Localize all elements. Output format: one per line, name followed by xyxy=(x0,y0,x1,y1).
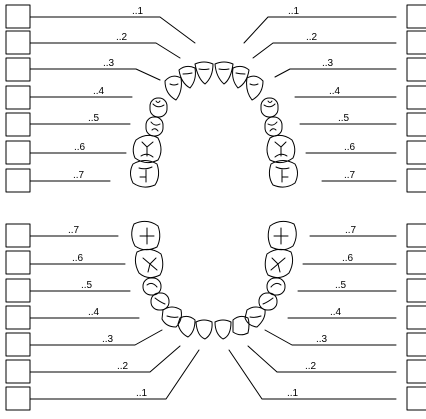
tooth-lower-premolar-2-left xyxy=(143,278,161,295)
label-upper-left-4: ..4 xyxy=(93,86,105,97)
label-lower-right-3: ..3 xyxy=(316,334,328,345)
tooth-lower-molar-1-left xyxy=(135,249,162,277)
label-lower-left-3: ..3 xyxy=(102,334,114,345)
answer-box-lower-left-1[interactable] xyxy=(6,387,30,410)
tooth-lower-premolar-1-left xyxy=(151,293,169,310)
answer-box-lower-right-6[interactable] xyxy=(407,251,426,274)
tooth-lower-central-incisor-left xyxy=(196,320,212,339)
label-upper-right-4: ..4 xyxy=(329,86,341,97)
answer-box-lower-right-2[interactable] xyxy=(407,360,426,383)
tooth-upper-molar-1-right xyxy=(267,135,295,162)
labels: ..1 ..2 ..3 ..4 ..5 ..6 ..7 ..1 ..2 ..3 … xyxy=(68,6,357,399)
tooth-upper-central-incisor-right xyxy=(215,62,233,84)
upper-arch xyxy=(131,62,298,187)
answer-box-lower-left-4[interactable] xyxy=(6,306,30,329)
answer-box-lower-left-3[interactable] xyxy=(6,333,30,356)
tooth-upper-premolar-1-left xyxy=(150,98,167,117)
label-upper-right-3: ..3 xyxy=(322,58,334,69)
tooth-upper-premolar-1-right xyxy=(261,98,278,117)
answer-box-upper-left-4[interactable] xyxy=(6,86,30,109)
label-upper-right-5: ..5 xyxy=(338,113,350,124)
label-upper-left-2: ..2 xyxy=(116,32,128,43)
answer-box-upper-left-5[interactable] xyxy=(6,113,30,136)
label-lower-right-6: ..6 xyxy=(342,253,354,264)
label-lower-left-4: ..4 xyxy=(88,307,100,318)
answer-box-upper-left-6[interactable] xyxy=(6,141,30,164)
answer-boxes xyxy=(6,5,426,410)
answer-box-lower-right-1[interactable] xyxy=(407,387,426,410)
tooth-upper-canine-right xyxy=(247,76,263,100)
tooth-upper-molar-1-left xyxy=(133,135,161,162)
tooth-upper-molar-2-left xyxy=(131,161,159,188)
label-upper-left-6: ..6 xyxy=(74,142,86,153)
answer-box-lower-left-2[interactable] xyxy=(6,360,30,383)
label-lower-left-1: ..1 xyxy=(136,388,148,399)
answer-box-lower-right-3[interactable] xyxy=(407,333,426,356)
tooth-upper-premolar-2-left xyxy=(146,117,163,136)
answer-box-lower-right-4[interactable] xyxy=(407,306,426,329)
label-lower-right-5: ..5 xyxy=(335,280,347,291)
answer-box-upper-right-2[interactable] xyxy=(407,31,426,54)
answer-box-upper-left-2[interactable] xyxy=(6,31,30,54)
label-upper-left-3: ..3 xyxy=(103,58,115,69)
answer-box-upper-right-6[interactable] xyxy=(407,141,426,164)
answer-box-lower-left-7[interactable] xyxy=(6,224,30,247)
label-lower-left-7: ..7 xyxy=(68,225,80,236)
tooth-lower-central-incisor-right xyxy=(215,320,231,339)
label-upper-right-6: ..6 xyxy=(344,142,356,153)
answer-box-upper-right-7[interactable] xyxy=(407,169,426,192)
answer-box-upper-left-3[interactable] xyxy=(6,58,30,81)
tooth-lower-molar-2-left xyxy=(132,221,160,249)
tooth-lower-canine-left xyxy=(162,307,181,327)
tooth-lower-premolar-2-right xyxy=(267,278,285,295)
answer-box-upper-right-4[interactable] xyxy=(407,86,426,109)
tooth-lower-canine-right xyxy=(245,307,265,327)
label-upper-right-7: ..7 xyxy=(344,170,356,181)
answer-box-upper-left-1[interactable] xyxy=(6,5,30,28)
lower-arch xyxy=(132,221,297,339)
tooth-lower-molar-1-right xyxy=(265,249,292,277)
label-lower-left-2: ..2 xyxy=(117,361,129,372)
leader-lines xyxy=(30,17,396,399)
tooth-lower-premolar-1-right xyxy=(259,293,277,310)
label-lower-right-1: ..1 xyxy=(287,388,299,399)
tooth-upper-central-incisor-left xyxy=(195,62,213,84)
answer-box-lower-left-6[interactable] xyxy=(6,251,30,274)
answer-box-lower-right-5[interactable] xyxy=(407,279,426,302)
label-lower-right-4: ..4 xyxy=(330,307,342,318)
tooth-upper-premolar-2-right xyxy=(265,117,282,136)
answer-box-lower-right-7[interactable] xyxy=(407,224,426,247)
label-upper-left-5: ..5 xyxy=(88,113,100,124)
tooth-upper-canine-left xyxy=(165,76,181,100)
label-upper-left-1: ..1 xyxy=(132,6,144,17)
label-upper-right-1: ..1 xyxy=(288,6,300,17)
label-lower-right-2: ..2 xyxy=(305,361,317,372)
label-lower-right-7: ..7 xyxy=(345,225,357,236)
answer-box-upper-right-5[interactable] xyxy=(407,113,426,136)
tooth-upper-molar-2-right xyxy=(269,161,297,188)
label-lower-left-6: ..6 xyxy=(72,253,84,264)
label-upper-left-7: ..7 xyxy=(73,170,85,181)
tooth-lower-molar-2-right xyxy=(268,221,296,249)
answer-box-upper-left-7[interactable] xyxy=(6,169,30,192)
answer-box-upper-right-3[interactable] xyxy=(407,58,426,81)
answer-box-upper-right-1[interactable] xyxy=(407,5,426,28)
label-upper-right-2: ..2 xyxy=(306,32,318,43)
tooth-lower-lateral-incisor-right xyxy=(233,316,249,334)
answer-box-lower-left-5[interactable] xyxy=(6,279,30,302)
label-lower-left-5: ..5 xyxy=(81,280,93,291)
